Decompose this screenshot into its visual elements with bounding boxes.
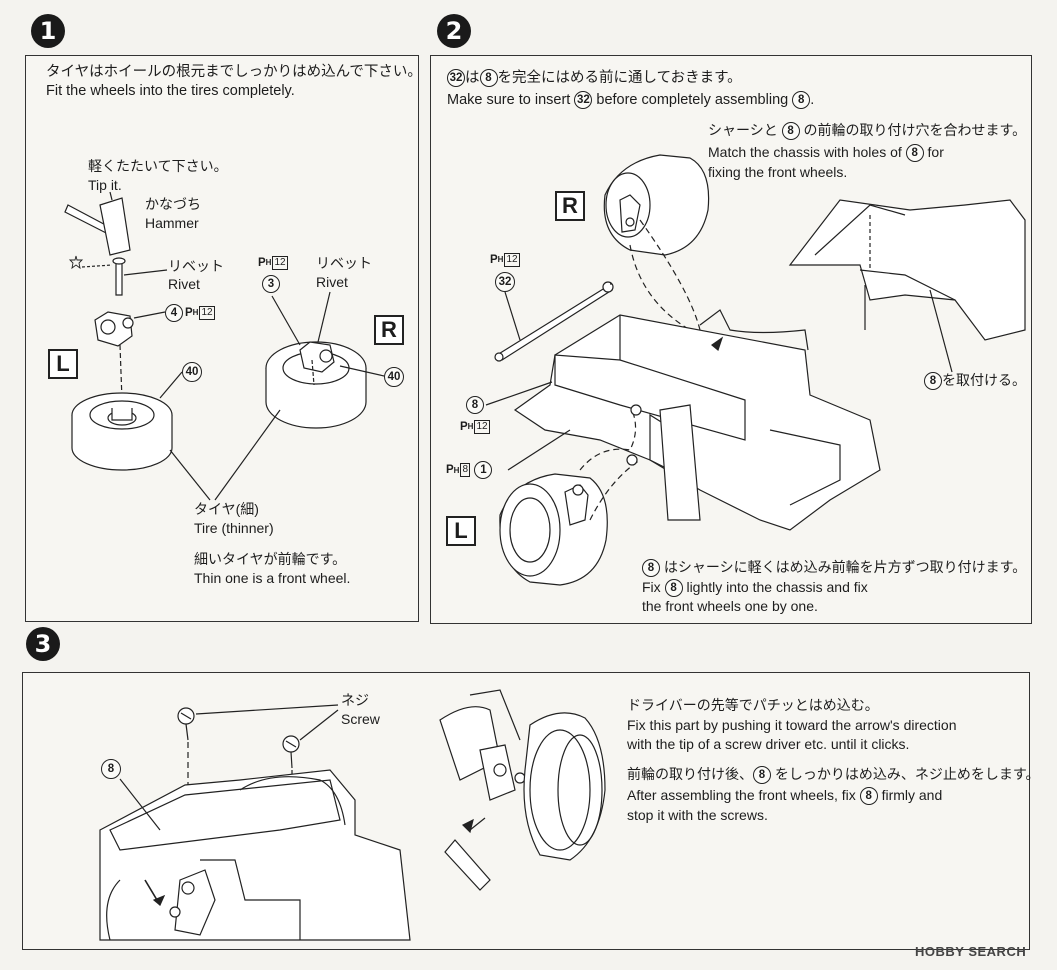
part-3-marker: 3 [262, 275, 280, 293]
driver-note-en-2: with the tip of a screw driver etc. unti… [627, 736, 910, 752]
step-2-instruction-en: Make sure to insert 32 before completely… [447, 91, 815, 110]
step-1-panel [25, 55, 419, 622]
step-2-part-32-marker: 32 [495, 272, 515, 292]
driver-note-ja: ドライバーの先等でパチッとはめ込む。 [627, 697, 879, 713]
hobby-search-watermark: HOBBY SEARCH [915, 944, 1027, 959]
part-40-marker-left: 40 [182, 362, 202, 382]
step-1-instruction-en: Fit the wheels into the tires completely… [46, 83, 295, 99]
screw-label-en: Screw [341, 711, 380, 727]
step-2-number: 2 [437, 14, 471, 48]
front-wheel-note-ja: 細いタイヤが前輪です。 [194, 551, 347, 567]
driver-note-en-1: Fix this part by pushing it toward the a… [627, 717, 957, 733]
part-40-marker-right: 40 [384, 367, 404, 387]
step-3-panel [22, 672, 1030, 950]
rivet2-label-en: Rivet [316, 274, 348, 290]
fix-note-ja: 8 はシャーシに軽くはめ込み前輪を片方ずつ取り付けます。 [642, 557, 1026, 578]
step-2-panel [430, 55, 1032, 624]
hammer-label-en: Hammer [145, 215, 199, 231]
step-2-part-8-marker: 8 [466, 396, 484, 414]
match-note-en-1: Match the chassis with holes of 8 for [708, 142, 944, 163]
tip-label-en: Tip it. [88, 177, 122, 193]
rivet-label-en: Rivet [168, 276, 200, 292]
after-note-en-1: After assembling the front wheels, fix 8… [627, 785, 942, 806]
step-1-instruction-ja: タイヤはホイールの根元までしっかりはめ込んで下さい。 [46, 64, 422, 80]
match-note-ja: シャーシと 8 の前輪の取り付け穴を合わせます。 [708, 120, 1026, 141]
step-3-number: 3 [26, 627, 60, 661]
side-left-badge: L [48, 349, 78, 379]
tire-label-en: Tire (thinner) [194, 520, 274, 536]
rivet2-label-ja: リベット [316, 255, 372, 271]
front-wheel-note-en: Thin one is a front wheel. [194, 570, 351, 586]
part-4-marker: 4 [165, 304, 183, 322]
fix-note-en-2: the front wheels one by one. [642, 598, 818, 614]
after-note-en-2: stop it with the screws. [627, 807, 768, 823]
rivet-label-ja: リベット [168, 258, 224, 274]
step-3-part-8-marker: 8 [101, 759, 121, 779]
screw-label-ja: ネジ [341, 692, 369, 708]
step-1-number: 1 [31, 14, 65, 48]
after-note-ja: 前輪の取り付け後、8 をしっかりはめ込み、ネジ止めをします。 [627, 764, 1040, 785]
tip-label-ja: 軽くたたいて下さい。 [88, 158, 228, 174]
fix-note-en-1: Fix 8 lightly into the chassis and fix [642, 577, 868, 598]
step-2-side-left-badge: L [446, 516, 476, 546]
hammer-label-ja: かなづち [145, 196, 201, 212]
side-right-badge: R [374, 315, 404, 345]
match-note-en-2: fixing the front wheels. [708, 164, 848, 180]
step-2-side-right-badge: R [555, 191, 585, 221]
tire-label-ja: タイヤ(細) [194, 501, 259, 517]
